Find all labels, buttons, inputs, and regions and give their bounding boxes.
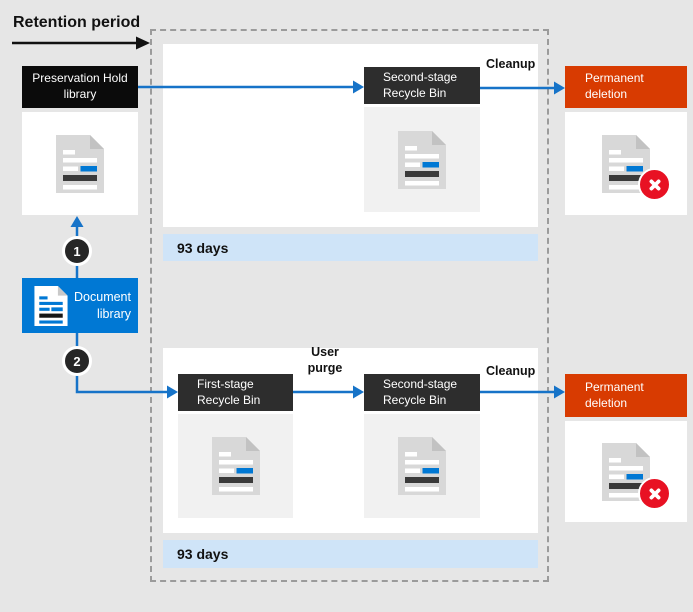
document-library-label: Document library bbox=[74, 290, 131, 321]
duration-bar-top: 93 days bbox=[163, 234, 538, 261]
first-stage-recycle-bin-label: First-stage Recycle Bin bbox=[197, 376, 261, 407]
second-stage-recycle-bin-box-top: Second-stage Recycle Bin bbox=[364, 67, 480, 104]
duration-label-bottom: 93 days bbox=[177, 546, 229, 562]
second-stage-recycle-bin-label-top: Second-stage Recycle Bin bbox=[383, 69, 458, 100]
delete-x-badge bbox=[638, 477, 671, 510]
preservation-hold-library-box: Preservation Hold library bbox=[22, 66, 138, 108]
cleanup-label-top: Cleanup bbox=[486, 57, 536, 71]
x-icon bbox=[649, 179, 660, 190]
delete-x-badge bbox=[638, 168, 671, 201]
top-flow-panel bbox=[163, 44, 538, 227]
preservation-hold-doc-panel bbox=[22, 112, 138, 215]
document-icon bbox=[56, 135, 104, 193]
first-stage-doc-panel bbox=[178, 414, 293, 518]
permanent-deletion-doc-panel-top bbox=[565, 112, 687, 215]
second-stage-recycle-bin-label-bottom: Second-stage Recycle Bin bbox=[383, 376, 458, 407]
x-icon bbox=[649, 488, 660, 499]
duration-label-top: 93 days bbox=[177, 239, 229, 256]
document-icon bbox=[398, 131, 446, 189]
step-2-badge: 2 bbox=[62, 346, 92, 376]
retention-zone-dashed-border bbox=[150, 29, 549, 582]
second-stage-doc-panel-top bbox=[364, 107, 480, 212]
permanent-deletion-box-bottom: Permanent deletion bbox=[565, 374, 687, 417]
user-purge-label: User purge bbox=[307, 345, 343, 375]
second-stage-doc-panel-bottom bbox=[364, 414, 480, 518]
first-stage-recycle-bin-box: First-stage Recycle Bin bbox=[178, 374, 293, 411]
duration-bar-bottom: 93 days bbox=[163, 540, 538, 568]
document-icon bbox=[398, 437, 446, 495]
cleanup-label-bottom: Cleanup bbox=[486, 364, 536, 378]
retention-period-arrow bbox=[12, 36, 150, 50]
document-icon bbox=[212, 437, 260, 495]
document-library-box: Document library bbox=[22, 278, 138, 333]
permanent-deletion-doc-panel-bottom bbox=[565, 421, 687, 522]
preservation-hold-library-label: Preservation Hold library bbox=[32, 71, 128, 101]
permanent-deletion-label-top: Permanent deletion bbox=[585, 71, 644, 101]
step-1-badge: 1 bbox=[62, 236, 92, 266]
retention-period-label: Retention period bbox=[13, 14, 141, 31]
permanent-deletion-box-top: Permanent deletion bbox=[565, 66, 687, 108]
second-stage-recycle-bin-box-bottom: Second-stage Recycle Bin bbox=[364, 374, 480, 411]
document-library-icon bbox=[34, 286, 68, 326]
permanent-deletion-label-bottom: Permanent deletion bbox=[585, 379, 644, 410]
